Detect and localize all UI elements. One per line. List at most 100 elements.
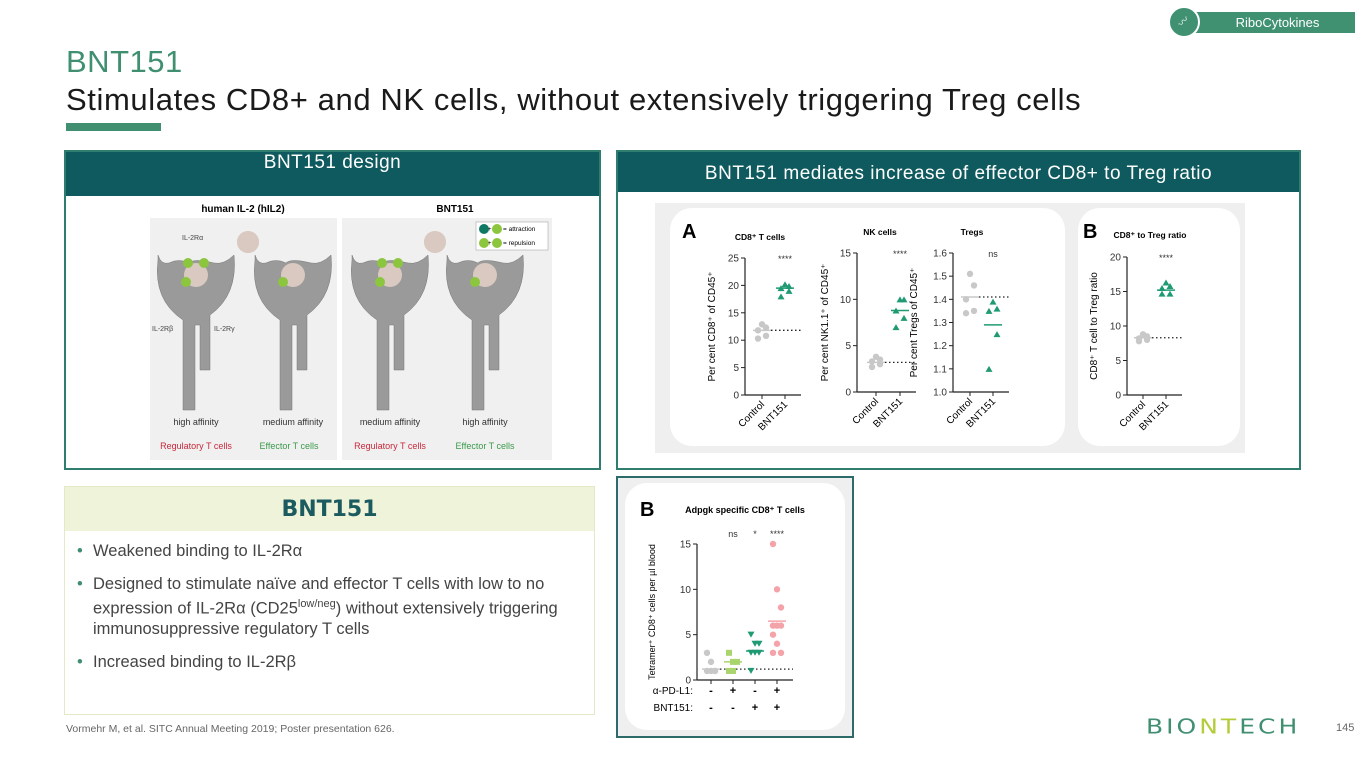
chart-title: CD8⁺ to Treg ratio (1114, 230, 1187, 240)
data-point (773, 586, 781, 593)
info-box: BNT151 Weakened binding to IL-2Rα Design… (64, 486, 595, 715)
y-tick-label: 15 (840, 249, 852, 260)
significance-label: **** (770, 529, 785, 539)
data-point (769, 631, 777, 638)
binding-site (183, 258, 193, 268)
data-point (762, 332, 770, 340)
il2rg-label: IL-2Rγ (214, 326, 235, 333)
y-tick-label: 1.6 (933, 249, 947, 260)
info-box-title: BNT151 (65, 487, 594, 531)
data-point (769, 540, 777, 548)
receptor-shape (254, 254, 332, 411)
data-point (962, 310, 970, 317)
y-tick-label: 25 (728, 254, 740, 265)
receptor-shape (157, 254, 235, 411)
il2ra-label: IL-2Rα (182, 235, 203, 242)
legend-dark-dot (479, 224, 489, 234)
results-panel: BNT151 mediates increase of effector CD8… (616, 150, 1301, 470)
legend-plus: + (488, 227, 492, 233)
y-tick-label: 0 (685, 676, 691, 687)
data-point (900, 296, 908, 303)
y-axis-label: Per cent CD8⁺ of CD45⁺ (707, 271, 718, 381)
y-tick-label: 15 (680, 540, 692, 551)
citation: Vormehr M, et al. SITC Annual Meeting 20… (66, 723, 395, 735)
design-panel-title: BNT151 design (66, 152, 599, 196)
chart-title: Tregs (961, 227, 984, 237)
treatment-sign: - (753, 685, 757, 697)
significance-label: * (753, 529, 757, 539)
data-point (703, 649, 711, 656)
cell-type-label: Regulatory T cells (354, 441, 426, 451)
data-point (781, 281, 789, 288)
legend-light-dot (492, 238, 502, 248)
cell-type-label: Effector T cells (259, 441, 319, 451)
data-point (985, 365, 993, 372)
data-point (747, 667, 755, 674)
data-point (868, 358, 876, 365)
treatment-sign: + (774, 702, 780, 714)
y-tick-label: 20 (1110, 253, 1122, 264)
y-tick-label: 10 (840, 295, 852, 306)
free-il2-molecule (237, 231, 259, 253)
data-point (777, 649, 785, 656)
y-tick-label: 5 (685, 630, 691, 641)
data-point (707, 658, 715, 666)
data-point (970, 282, 978, 289)
data-point (762, 324, 770, 331)
y-axis-label: CD8⁺ T cell to Treg ratio (1089, 272, 1100, 380)
treatment-sign: + (730, 685, 736, 697)
affinity-label: high affinity (173, 417, 219, 427)
y-axis-label: Per cent NK1.1⁺ of CD45⁺ (820, 264, 831, 382)
data-point (966, 270, 974, 278)
y-tick-label: 5 (1115, 356, 1121, 367)
slide-title: BNT151 (66, 44, 183, 79)
biontech-logo: BIONTECH (1146, 714, 1301, 739)
data-point (777, 604, 785, 611)
data-point (777, 293, 785, 300)
binding-site (377, 258, 387, 268)
bullet-list: Weakened binding to IL-2Rα Designed to s… (65, 531, 594, 672)
panel-a-label: A (682, 221, 696, 243)
significance-label: **** (893, 249, 908, 259)
data-point (985, 307, 993, 314)
data-point (777, 622, 785, 629)
bnt151-diagram-title: BNT151 (436, 204, 474, 215)
cell-type-label: Effector T cells (455, 441, 515, 451)
design-panel: BNT151 design (64, 150, 601, 470)
binding-site (470, 277, 480, 287)
il2-design-diagram: human IL-2 (hIL2) BNT151 IL-2Rα IL-2Rβ I… (150, 204, 552, 460)
data-point (726, 667, 732, 674)
y-tick-label: 15 (728, 308, 740, 319)
y-tick-label: 10 (1110, 322, 1122, 333)
treatment-row-label: α-PD-L1: (653, 686, 693, 697)
title-accent-bar (66, 123, 161, 131)
treatment-sign: - (709, 685, 713, 697)
y-tick-label: 1.4 (933, 295, 947, 306)
bullet-item: Designed to stimulate naïve and effector… (77, 574, 576, 639)
treatment-row-label: BNT151: (654, 703, 693, 714)
data-point (970, 307, 978, 315)
significance-label: ns (988, 249, 998, 259)
data-point (747, 631, 755, 638)
y-tick-label: 1.0 (933, 388, 947, 399)
treatment-sign: - (731, 702, 735, 714)
figure-b-frame (616, 476, 854, 738)
y-axis-label: Per cent Tregs of CD45⁺ (909, 268, 920, 378)
results-panel-title: BNT151 mediates increase of effector CD8… (618, 152, 1299, 192)
y-tick-label: 10 (680, 585, 692, 596)
data-point (755, 640, 763, 647)
hil2-title: human IL-2 (hIL2) (201, 204, 284, 215)
affinity-label: medium affinity (360, 417, 421, 427)
significance-label: **** (1159, 253, 1174, 263)
y-tick-label: 1.1 (933, 364, 947, 375)
free-il2-molecule (424, 231, 446, 253)
bullet-item: Weakened binding to IL-2Rα (77, 541, 576, 561)
data-point (1135, 337, 1143, 345)
treatment-sign: + (774, 685, 780, 697)
data-point (1166, 290, 1174, 297)
legend-light-dot (492, 224, 502, 234)
